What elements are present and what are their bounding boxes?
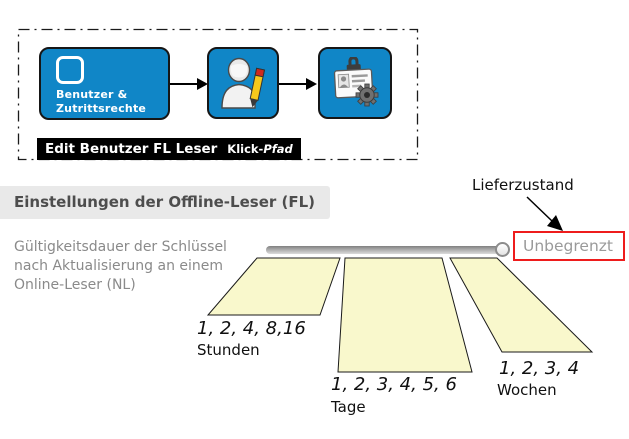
section-heading-band: Einstellungen der Offline-Leser (FL) bbox=[0, 186, 330, 219]
stunden-values: 1, 2, 4, 8,16 bbox=[197, 318, 306, 339]
step-id-zutrittsrechte[interactable] bbox=[318, 47, 392, 119]
caption-suffix: Klick-Pfad bbox=[227, 142, 293, 156]
flow-arrow-icon bbox=[170, 78, 208, 90]
lieferzustand-label: Lieferzustand bbox=[472, 176, 574, 194]
gear-icon bbox=[355, 83, 379, 107]
tage-trapezoid bbox=[337, 257, 473, 373]
validity-slider-handle[interactable] bbox=[495, 242, 510, 257]
wochen-trapezoid bbox=[449, 257, 594, 353]
edit-user-icon bbox=[221, 57, 266, 109]
tage-unit-label: Tage bbox=[331, 398, 366, 416]
section-heading: Einstellungen der Offline-Leser (FL) bbox=[14, 193, 316, 211]
click-path-caption: Edit Benutzer FL Leser Klick-Pfad bbox=[37, 138, 301, 160]
step-label: Benutzer & Zutrittsrechte bbox=[56, 88, 147, 115]
rounded-square-icon bbox=[56, 56, 84, 84]
wochen-values: 1, 2, 3, 4 bbox=[499, 358, 580, 379]
stunden-unit-label: Stunden bbox=[197, 341, 260, 359]
wochen-unit-label: Wochen bbox=[497, 381, 557, 399]
id-card-security-icon bbox=[333, 57, 379, 107]
validity-description: Gültigkeitsdauer der Schlüssel nach Aktu… bbox=[14, 239, 227, 293]
step-edit-benutzer[interactable] bbox=[207, 47, 279, 119]
caption-title: Edit Benutzer FL Leser bbox=[45, 141, 218, 157]
flow-arrow-icon bbox=[279, 78, 317, 90]
slider-value-box: Unbegrenzt bbox=[513, 231, 625, 261]
step-benutzer-zutrittsrechte[interactable]: Benutzer & Zutrittsrechte bbox=[39, 47, 170, 120]
tage-values: 1, 2, 3, 4, 5, 6 bbox=[331, 374, 457, 395]
validity-slider-track[interactable] bbox=[266, 246, 506, 254]
callout-arrow-icon bbox=[526, 196, 563, 231]
slider-value: Unbegrenzt bbox=[523, 237, 613, 255]
